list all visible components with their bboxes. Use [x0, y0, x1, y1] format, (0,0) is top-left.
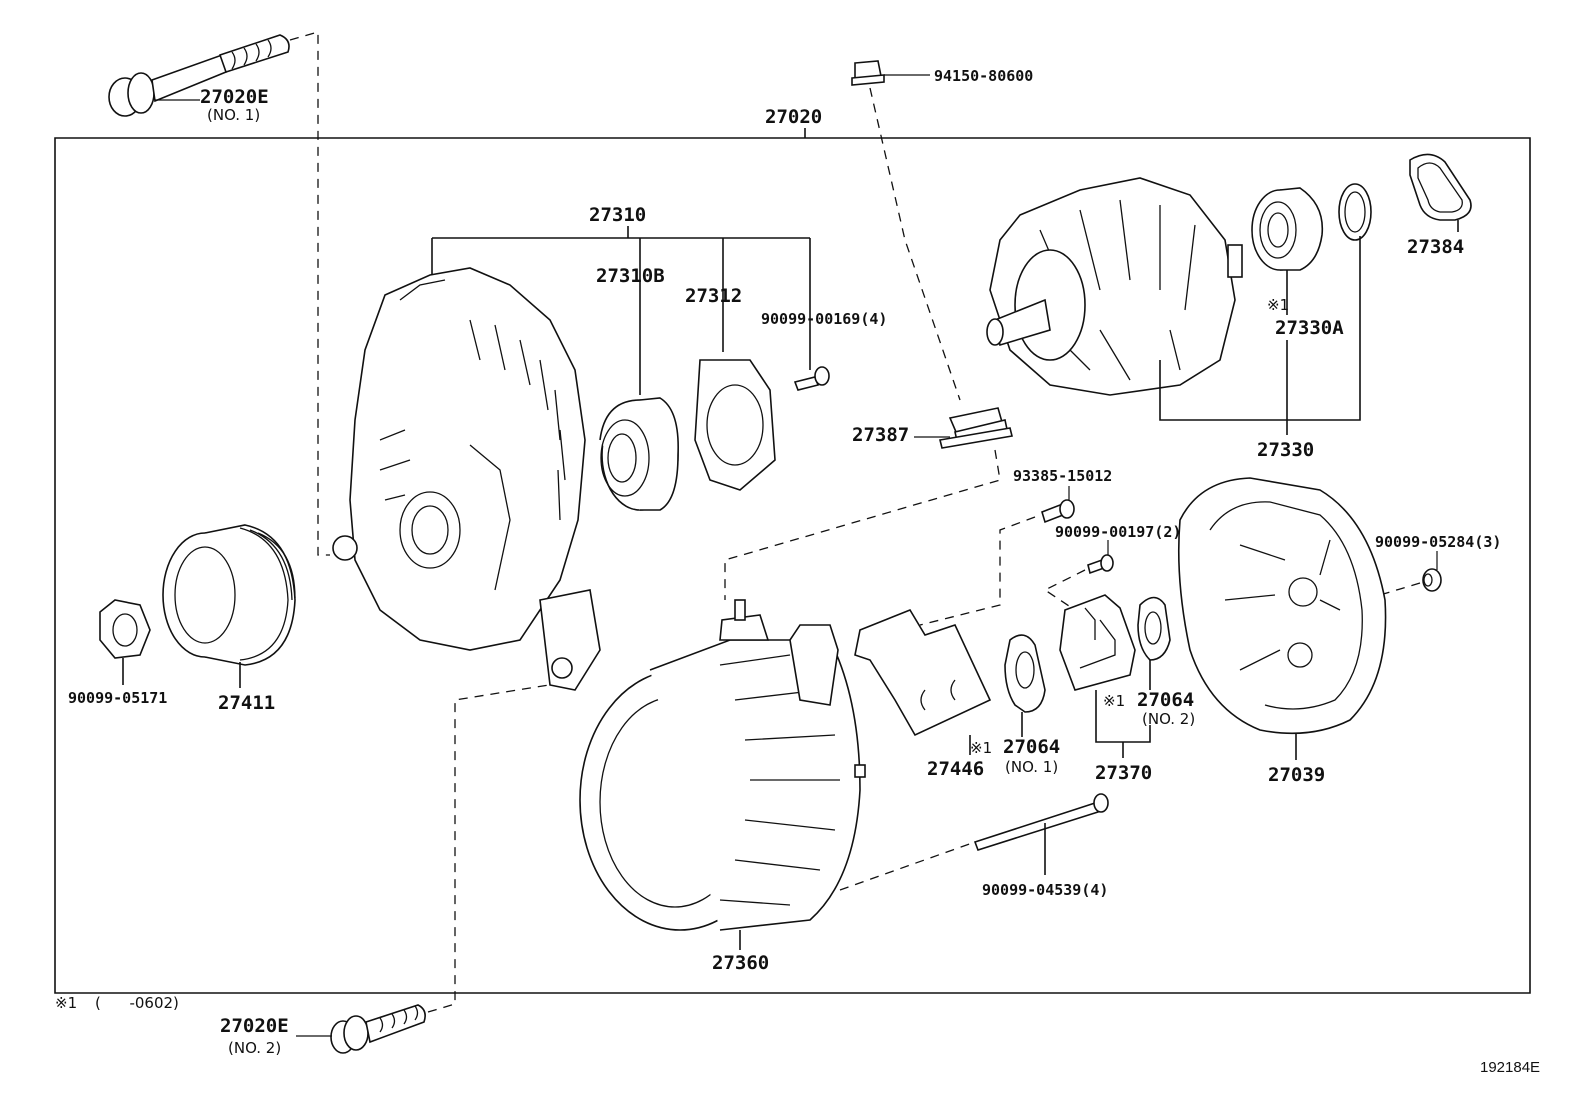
label-94150-80600: 94150-80600 — [934, 67, 1033, 85]
label-27064-no1-sub: (NO. 1) — [1005, 758, 1058, 776]
dashed-guide-27387 — [724, 449, 1001, 600]
label-93385-15012: 93385-15012 — [1013, 467, 1112, 485]
footnote-symbol: ※1 — [55, 994, 77, 1012]
bolt-93385-15012[interactable] — [1041, 499, 1075, 524]
label-27330a-note: ※1 — [1267, 296, 1289, 314]
label-27020e-no2-sub: (NO. 2) — [228, 1039, 281, 1057]
through-bolt-90099-04539[interactable] — [973, 793, 1109, 851]
stator-housing-27360[interactable] — [579, 599, 866, 931]
ring-27330-group[interactable] — [1338, 183, 1372, 241]
bearing-27330a[interactable] — [1251, 187, 1324, 271]
dashed-guide-27020e-no2 — [427, 679, 581, 1013]
label-90099-05284: 90099-05284(3) — [1375, 533, 1501, 551]
brush-holder-27370[interactable] — [1059, 594, 1136, 691]
insulator-27387[interactable] — [939, 407, 1013, 449]
gasket-27064-no2[interactable] — [1137, 596, 1171, 661]
dashed-guide-05284 — [1379, 582, 1421, 596]
dashed-guide-00197 — [1043, 569, 1086, 611]
pulley-27411[interactable] — [162, 524, 296, 666]
label-27020e-no1: 27020E — [200, 86, 269, 108]
bearing-27310b[interactable] — [599, 397, 679, 511]
gasket-27064-no1[interactable] — [1004, 634, 1046, 713]
label-27064-no2-sub: (NO. 2) — [1142, 710, 1195, 728]
label-90099-00169: 90099-00169(4) — [761, 310, 887, 328]
rotor-27330[interactable] — [986, 177, 1243, 396]
dashed-guide-04539 — [839, 841, 976, 891]
footnote-text: ( -0602) — [95, 994, 179, 1012]
label-27020e-no2: 27020E — [220, 1015, 289, 1037]
bolt-27020e-no1[interactable] — [108, 34, 290, 117]
cover-27384[interactable] — [1409, 153, 1472, 221]
plate-27446[interactable] — [854, 609, 992, 737]
label-27446: 27446 — [927, 758, 984, 780]
label-90099-04539: 90099-04539(4) — [982, 881, 1108, 899]
label-27370: 27370 — [1095, 762, 1152, 784]
label-27330: 27330 — [1257, 439, 1314, 461]
label-27384: 27384 — [1407, 236, 1464, 258]
label-27064-no2-note: ※1 — [1103, 692, 1125, 710]
dashed-guide-93385 — [919, 516, 1036, 626]
label-27020: 27020 — [765, 106, 822, 128]
label-27064-no1: 27064 — [1003, 736, 1060, 758]
label-27360: 27360 — [712, 952, 769, 974]
label-90099-05171: 90099-05171 — [68, 689, 167, 707]
retainer-plate-27312[interactable] — [694, 359, 776, 491]
bolt-27020e-no2[interactable] — [330, 1004, 426, 1054]
label-90099-00197: 90099-00197(2) — [1055, 523, 1181, 541]
label-27411: 27411 — [218, 692, 275, 714]
label-27312: 27312 — [685, 285, 742, 307]
label-27039: 27039 — [1268, 764, 1325, 786]
figure-id: 192184E — [1480, 1059, 1540, 1076]
bracket-27310 — [431, 226, 811, 395]
label-27020e-no1-sub: (NO. 1) — [207, 106, 260, 124]
dashed-guide-27020e-no1 — [289, 31, 330, 556]
nut-90099-05171[interactable] — [99, 599, 151, 659]
label-27064-no1-note: ※1 — [970, 739, 992, 757]
assembly-frame-27020 — [54, 128, 1531, 994]
dashed-guide-94150 — [869, 87, 961, 401]
label-27310b: 27310B — [596, 265, 665, 287]
label-27387: 27387 — [852, 424, 909, 446]
bracket-27370 — [1095, 690, 1151, 758]
label-27064-no2: 27064 — [1137, 689, 1194, 711]
label-27310: 27310 — [589, 204, 646, 226]
screw-90099-00197[interactable] — [1087, 554, 1114, 575]
drive-end-frame-27310[interactable] — [332, 267, 601, 691]
screw-90099-00169[interactable] — [793, 366, 830, 391]
nut-94150-80600[interactable] — [851, 60, 885, 86]
label-27330a: 27330A — [1275, 317, 1344, 339]
rear-end-cover-27039[interactable] — [1177, 477, 1387, 735]
nut-90099-05284[interactable] — [1422, 568, 1442, 592]
bracket-27330 — [1159, 236, 1361, 435]
